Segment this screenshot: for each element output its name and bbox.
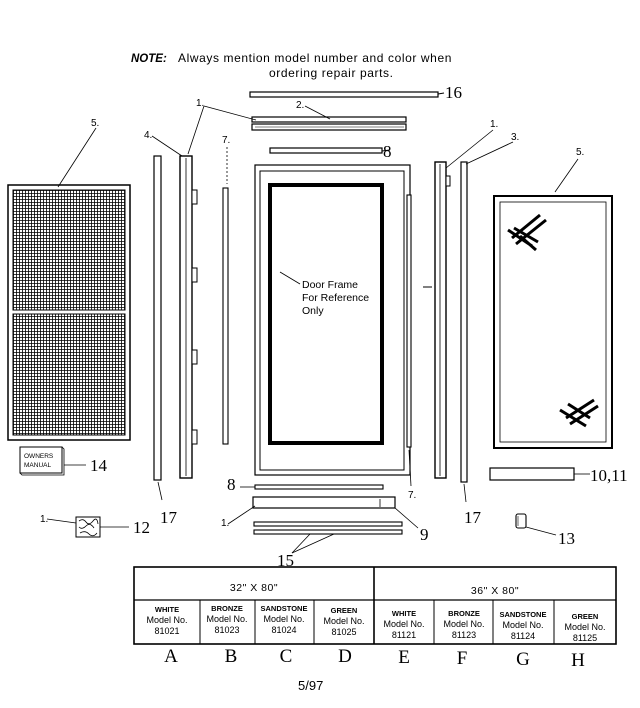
part-17-left-retainer: 17 bbox=[153, 155, 178, 527]
part-1-latch-rail: 1. bbox=[423, 119, 498, 479]
model-number-e: 81121 bbox=[392, 630, 416, 640]
model-number-g: 81124 bbox=[511, 631, 535, 641]
part-7-left-strip: 7. bbox=[222, 135, 230, 445]
callout-5: 5. bbox=[576, 147, 584, 158]
model-number-h: 81125 bbox=[573, 633, 597, 643]
model-number-f: 81123 bbox=[452, 630, 476, 640]
part-8-bottom-strip: 8 bbox=[227, 475, 384, 494]
group-size-32x80: 32" X 80" bbox=[230, 582, 278, 594]
model-number-table: 32" X 80" 36" X 80" WHITE Model No. 8102… bbox=[133, 566, 617, 671]
part-6-screen-panel: 5. bbox=[7, 118, 131, 441]
color-e: WHITE bbox=[392, 609, 416, 618]
callout-16: 16 bbox=[445, 83, 462, 102]
model-number-d: 81025 bbox=[331, 627, 356, 637]
part-13-plug: 13 bbox=[515, 513, 575, 548]
callout-10-11: 10,11 bbox=[590, 466, 628, 485]
letter-d: D bbox=[338, 646, 352, 667]
callout-1-top-left: 1. bbox=[196, 98, 204, 109]
color-b: BRONZE bbox=[211, 604, 243, 613]
letter-c: C bbox=[280, 646, 293, 667]
part-14-owners-manual: OWNERS MANUAL 14 bbox=[19, 446, 108, 476]
color-h: GREEN bbox=[572, 612, 599, 621]
letter-h: H bbox=[571, 650, 585, 671]
color-d: GREEN bbox=[331, 606, 358, 615]
manual-line-2: MANUAL bbox=[24, 462, 51, 469]
part-15-bottom-seals: 15 bbox=[253, 521, 403, 570]
part-3-right-retainer: 3. 17 bbox=[460, 132, 519, 527]
model-number-b: 81023 bbox=[214, 625, 239, 635]
callout-8-bottom: 8 bbox=[227, 475, 236, 494]
part-2-top-expander: 2. bbox=[251, 100, 407, 131]
callout-1-bottom: 1. bbox=[221, 518, 229, 529]
callout-4: 4. bbox=[144, 130, 152, 141]
part-9-bottom-rail: 9 1. bbox=[221, 496, 429, 544]
model-label-a: Model No. bbox=[146, 615, 187, 625]
footer-date-code: 5/97 bbox=[298, 678, 323, 693]
callout-9: 9 bbox=[420, 525, 429, 544]
callout-8-top: 8 bbox=[383, 142, 392, 161]
frame-note-line-2: For Reference bbox=[302, 292, 369, 304]
part-4-hinge-rail: 4. 1. bbox=[144, 98, 257, 479]
model-label-b: Model No. bbox=[206, 614, 247, 624]
manual-line-1: OWNERS bbox=[24, 453, 54, 460]
callout-3: 3. bbox=[511, 132, 519, 143]
model-label-c: Model No. bbox=[263, 614, 304, 624]
color-g: SANDSTONE bbox=[500, 610, 547, 619]
model-number-a: 81021 bbox=[154, 626, 179, 636]
frame-note-line-1: Door Frame bbox=[302, 279, 358, 291]
callout-1-top-right: 1. bbox=[490, 119, 498, 130]
note-line-1: Always mention model number and color wh… bbox=[178, 51, 452, 65]
callout-17-right: 17 bbox=[464, 508, 482, 527]
letter-f: F bbox=[457, 648, 468, 669]
note-line-2: ordering repair parts. bbox=[269, 66, 394, 80]
door-frame-reference: Door Frame For Reference Only bbox=[254, 164, 411, 476]
color-c: SANDSTONE bbox=[261, 604, 308, 613]
color-a: WHITE bbox=[155, 605, 179, 614]
part-8-top-strip: 8 bbox=[269, 142, 392, 161]
callout-7-right: 7. bbox=[408, 490, 416, 501]
callout-12: 12 bbox=[133, 518, 150, 537]
model-label-h: Model No. bbox=[564, 622, 605, 632]
part-12-hardware-pack: 1. 12 bbox=[40, 514, 150, 538]
model-label-e: Model No. bbox=[383, 619, 424, 629]
letter-g: G bbox=[516, 649, 530, 670]
group-size-36x80: 36" X 80" bbox=[471, 585, 519, 597]
color-f: BRONZE bbox=[448, 609, 480, 618]
letter-b: B bbox=[225, 646, 238, 667]
part-5-glass-panel: 5. bbox=[493, 147, 613, 449]
note-label: NOTE: bbox=[131, 53, 167, 65]
callout-7-left: 7. bbox=[222, 135, 230, 146]
model-label-d: Model No. bbox=[323, 616, 364, 626]
callout-2: 2. bbox=[296, 100, 304, 111]
letter-a: A bbox=[164, 646, 178, 667]
callout-6: 5. bbox=[91, 118, 99, 129]
part-10-11-expander: 10,11 bbox=[489, 466, 628, 485]
model-label-f: Model No. bbox=[443, 619, 484, 629]
callout-17-left: 17 bbox=[160, 508, 178, 527]
callout-1-hardware: 1. bbox=[40, 514, 48, 525]
part-7-right-strip: 7. bbox=[406, 194, 416, 501]
model-number-c: 81024 bbox=[271, 625, 296, 635]
callout-14: 14 bbox=[90, 456, 108, 475]
callout-15: 15 bbox=[277, 551, 294, 570]
callout-13: 13 bbox=[558, 529, 575, 548]
part-16-top-cap: 16 bbox=[249, 83, 462, 102]
frame-note-line-3: Only bbox=[302, 305, 324, 317]
letter-e: E bbox=[398, 647, 410, 668]
model-label-g: Model No. bbox=[502, 620, 543, 630]
